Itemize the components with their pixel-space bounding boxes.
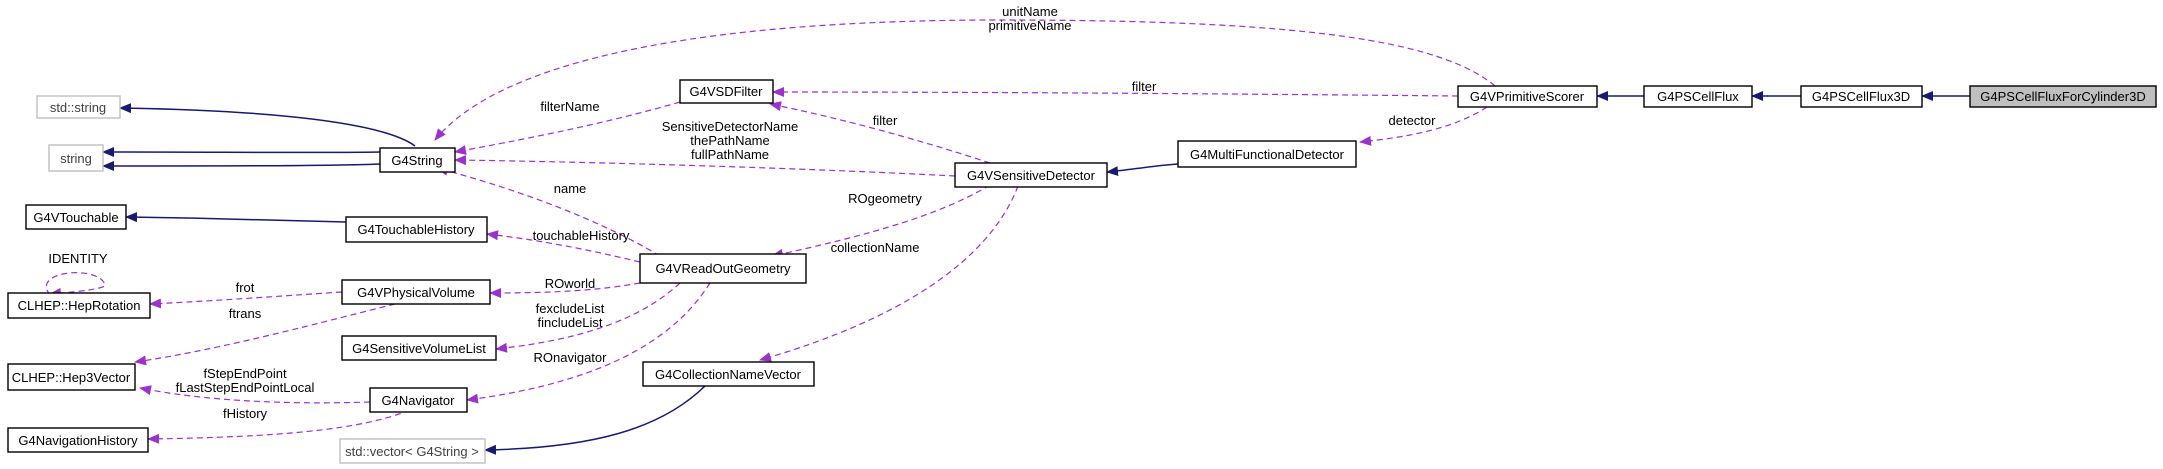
- node-label: G4SensitiveVolumeList: [352, 341, 486, 356]
- node-label: string: [60, 151, 92, 166]
- node-g4navigator[interactable]: G4Navigator: [369, 387, 468, 413]
- edge-hepro-identity: [46, 272, 106, 298]
- node-label: G4String: [391, 153, 442, 168]
- edge-g4string-to-stdstring: [119, 103, 416, 147]
- edge-labels: unitName primitiveName filter filterName…: [48, 4, 1436, 421]
- node-label: G4PSCellFlux3D: [1812, 89, 1910, 104]
- node-g4pscellfluxforcylinder3d[interactable]: G4PSCellFluxForCylinder3D: [1969, 85, 2157, 108]
- label-ftrans: ftrans: [229, 306, 262, 321]
- usage-edges: [46, 19, 1496, 444]
- edge-readout-includelist: [495, 282, 681, 353]
- node-std-string[interactable]: std::string: [36, 95, 121, 119]
- node-g4navigationhistory[interactable]: G4NavigationHistory: [7, 427, 149, 453]
- node-label: G4VSDFilter: [690, 84, 764, 99]
- edge-multifunc-to-sensdet: [1106, 163, 1179, 177]
- node-std-vector-g4string[interactable]: std::vector< G4String >: [339, 438, 486, 464]
- edge-g4string-to-string-2: [102, 160, 381, 171]
- node-g4vsensitivedetector[interactable]: G4VSensitiveDetector: [954, 162, 1108, 188]
- node-label: G4VReadOutGeometry: [655, 261, 791, 276]
- node-g4string[interactable]: G4String: [379, 147, 456, 173]
- node-label: G4VPrimitiveScorer: [1470, 89, 1585, 104]
- inheritance-edges: [102, 91, 1970, 455]
- node-g4vphysicalvolume[interactable]: G4VPhysicalVolume: [341, 279, 491, 305]
- label-sensitivedetectorname: SensitiveDetectorName: [662, 119, 799, 134]
- node-string[interactable]: string: [48, 144, 104, 172]
- edge-physvol-frot: [149, 291, 343, 309]
- node-g4vtouchable[interactable]: G4VTouchable: [25, 204, 127, 230]
- edge-sensdet-rogeometry: [771, 184, 991, 259]
- edge-primscorer-unitname: [434, 19, 1496, 141]
- label-name: name: [554, 181, 587, 196]
- node-label: G4TouchableHistory: [357, 222, 475, 237]
- node-label: G4PSCellFlux: [1657, 89, 1739, 104]
- edge-navigator-stependpoint: [139, 385, 371, 404]
- edge-sensdet-filter: [769, 101, 991, 164]
- node-label: G4VSensitiveDetector: [967, 168, 1096, 183]
- label-primitivename: primitiveName: [988, 18, 1071, 33]
- label-rogeometry: ROgeometry: [848, 191, 922, 206]
- edge-readout-name: [436, 165, 661, 257]
- label-collectionname: collectionName: [831, 240, 920, 255]
- label-thepathname: thePathName: [690, 133, 770, 148]
- node-label: G4PSCellFluxForCylinder3D: [1980, 89, 2145, 104]
- label-fullpathname: fullPathName: [691, 147, 769, 162]
- label-roworld: ROworld: [545, 276, 596, 291]
- node-label: CLHEP::Hep3Vector: [12, 370, 131, 385]
- node-g4touchablehistory[interactable]: G4TouchableHistory: [345, 216, 488, 243]
- edge-physvol-ftrans: [134, 303, 396, 366]
- node-g4vsdfilter[interactable]: G4VSDFilter: [679, 79, 774, 104]
- node-g4vprimitivescorer[interactable]: G4VPrimitiveScorer: [1457, 85, 1598, 108]
- node-label: std::string: [50, 100, 106, 115]
- label-unitname: unitName: [1002, 4, 1058, 19]
- node-g4pscellflux[interactable]: G4PSCellFlux: [1643, 85, 1753, 108]
- label-identity: IDENTITY: [48, 251, 108, 266]
- label-filter-mid: filter: [873, 113, 898, 128]
- node-label: G4VTouchable: [33, 210, 118, 225]
- edge-sensdet-names: [454, 155, 956, 177]
- node-g4collectionnamevector[interactable]: G4CollectionNameVector: [642, 361, 815, 387]
- label-ronavigator: ROnavigator: [534, 350, 608, 365]
- label-flaststependpointlocal: fLastStepEndPointLocal: [176, 380, 315, 395]
- node-label: G4CollectionNameVector: [655, 367, 802, 382]
- node-label: std::vector< G4String >: [345, 444, 479, 459]
- edge-collname-to-stdvector: [484, 385, 706, 455]
- node-label: G4VPhysicalVolume: [357, 285, 475, 300]
- edge-sensdet-collectionname: [759, 185, 1019, 362]
- node-g4sensitivevolumelist[interactable]: G4SensitiveVolumeList: [341, 335, 497, 361]
- label-filter-top: filter: [1132, 79, 1157, 94]
- label-frot: frot: [236, 280, 255, 295]
- edge-readout-ronavigator: [466, 282, 711, 404]
- node-g4pscellflux3d[interactable]: G4PSCellFlux3D: [1800, 85, 1923, 108]
- edge-navigator-fhistory: [147, 409, 411, 444]
- edge-sdfilter-filtername: [454, 101, 681, 155]
- label-fhistory: fHistory: [223, 406, 268, 421]
- label-filtername: filterName: [540, 99, 599, 114]
- label-fincludelist: fincludeList: [537, 315, 602, 330]
- edge-primscorer-filter: [772, 87, 1459, 98]
- label-fstependpoint: fStepEndPoint: [203, 366, 287, 381]
- label-detector: detector: [1389, 113, 1437, 128]
- node-label: CLHEP::HepRotation: [18, 298, 141, 313]
- node-clhep-heprotation[interactable]: CLHEP::HepRotation: [7, 292, 151, 319]
- edge-readout-roworld: [489, 282, 641, 298]
- node-label: G4MultiFunctionalDetector: [1190, 147, 1345, 162]
- label-touchablehistory: touchableHistory: [533, 228, 630, 243]
- node-label: G4NavigationHistory: [18, 433, 138, 448]
- node-g4multifunctionaldetector[interactable]: G4MultiFunctionalDetector: [1177, 140, 1357, 168]
- label-fexcludelist: fexcludeList: [536, 301, 605, 316]
- edge-primscorer-detector: [1359, 106, 1488, 146]
- node-label: G4Navigator: [382, 393, 456, 408]
- node-g4vreadoutgeometry[interactable]: G4VReadOutGeometry: [639, 253, 807, 284]
- edge-touchhist-to-vtouchable: [125, 212, 347, 223]
- node-clhep-hep3vector[interactable]: CLHEP::Hep3Vector: [7, 363, 136, 391]
